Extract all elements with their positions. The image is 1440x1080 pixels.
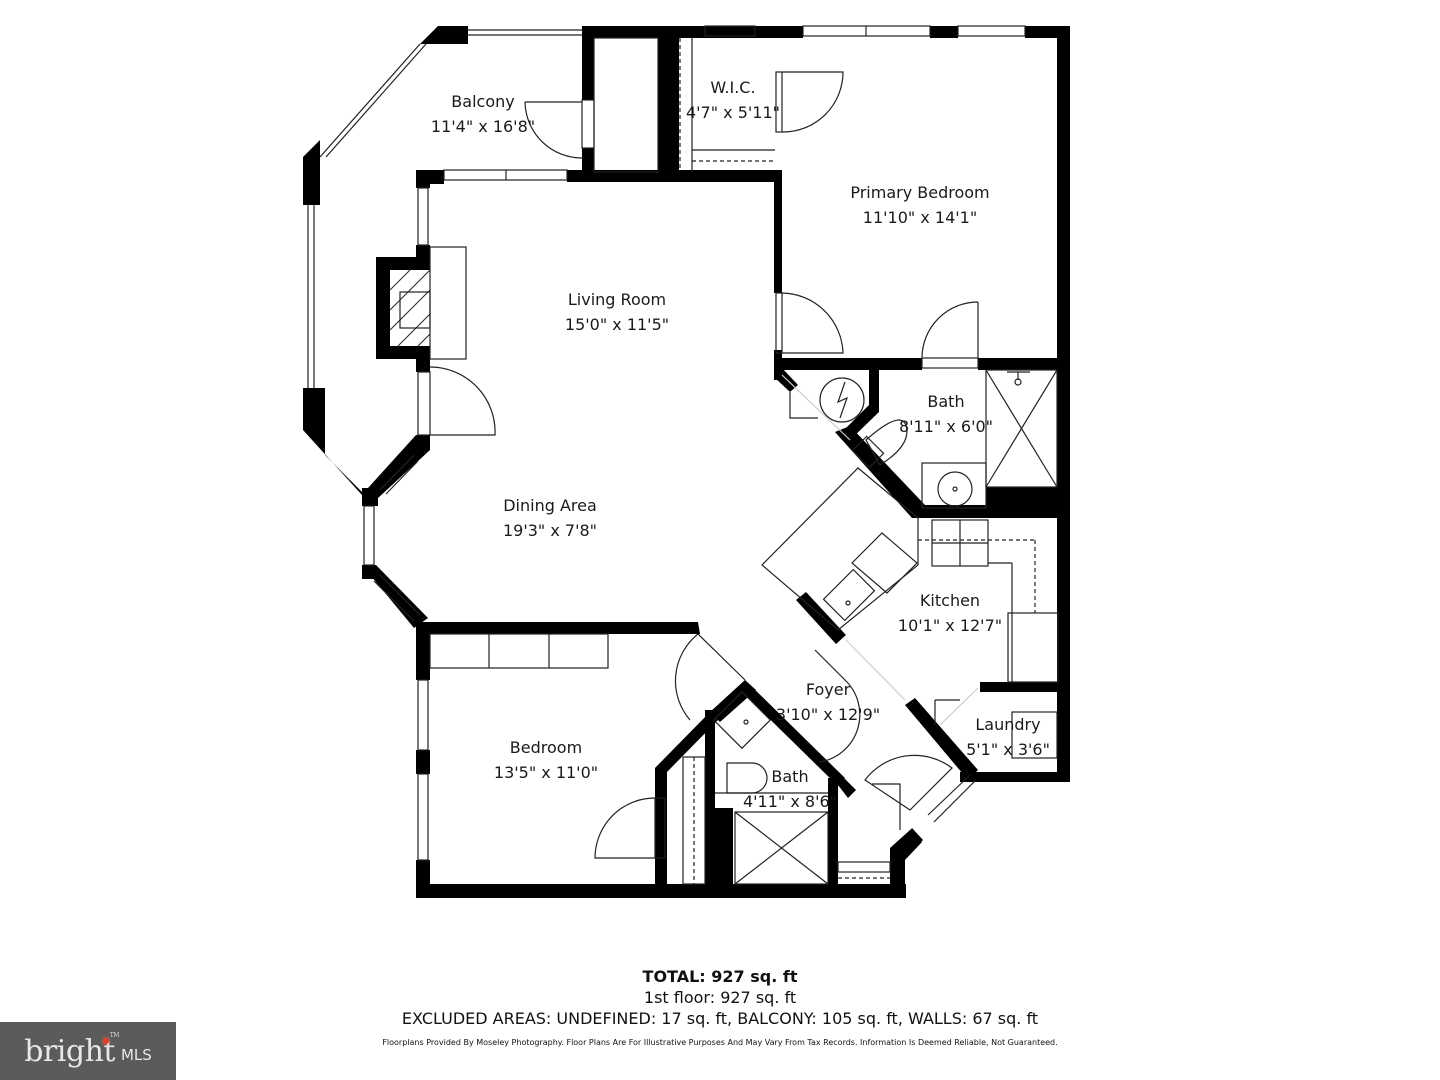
room-laundry: Laundry 5'1" x 3'6" [966,712,1050,762]
room-dimensions: 10'1" x 12'7" [897,616,1003,635]
total-area: TOTAL: 927 sq. ft [642,967,798,986]
room-dimensions: 19'3" x 7'8" [502,521,598,540]
room-dimensions: 11'4" x 16'8" [430,117,536,136]
room-dimensions: 8'11" x 6'0" [898,417,994,436]
fixtures-lines [307,25,1059,885]
room-name: Balcony [451,92,515,111]
room-balcony: Balcony 11'4" x 16'8" [431,89,535,139]
room-bath-2: Bath 4'11" x 8'6" [743,764,837,814]
logo-spark-icon [102,1037,109,1044]
logo-suffix: MLS [120,1046,152,1064]
excluded-areas: EXCLUDED AREAS: UNDEFINED: 17 sq. ft, BA… [401,1009,1039,1028]
room-dimensions: 4'11" x 8'6" [742,792,838,811]
logo-trademark: TM [109,1031,120,1039]
room-name: Bath [771,767,809,786]
room-kitchen: Kitchen 10'1" x 12'7" [898,588,1002,638]
room-wic: W.I.C. 4'7" x 5'11" [686,75,780,125]
room-dining-area: Dining Area 19'3" x 7'8" [503,493,597,543]
room-name: Dining Area [503,496,597,515]
room-name: Foyer [805,680,851,699]
floor-area: 1st floor: 927 sq. ft [643,988,797,1007]
room-primary-bath: Bath 8'11" x 6'0" [899,389,993,439]
room-name: Living Room [567,290,667,309]
disclaimer: Floorplans Provided By Moseley Photograp… [382,1038,1058,1047]
room-name: Primary Bedroom [850,183,990,202]
area-summary: TOTAL: 927 sq. ft 1st floor: 927 sq. ft … [0,966,1440,1049]
room-name: Bath [927,392,965,411]
room-name: Kitchen [919,591,981,610]
bright-mls-logo: bright TM MLS [0,1022,176,1080]
room-dimensions: 4'7" x 5'11" [685,103,781,122]
room-dimensions: 15'0" x 11'5" [564,315,670,334]
room-bedroom: Bedroom 13'5" x 11'0" [494,735,598,785]
logo-brand: bright TM [24,1032,119,1069]
walls [303,26,1070,898]
room-name: W.I.C. [710,78,756,97]
room-foyer: Foyer 3'10" x 12'9" [776,677,880,727]
room-name: Laundry [975,715,1041,734]
room-dimensions: 5'1" x 3'6" [966,740,1050,759]
room-primary-bedroom: Primary Bedroom 11'10" x 14'1" [850,180,989,230]
room-dimensions: 11'10" x 14'1" [862,208,978,227]
room-name: Bedroom [509,738,583,757]
room-dimensions: 13'5" x 11'0" [493,763,599,782]
room-dimensions: 3'10" x 12'9" [775,705,881,724]
logo-brand-text: bright [24,1033,115,1069]
room-living-room: Living Room 15'0" x 11'5" [565,287,669,337]
